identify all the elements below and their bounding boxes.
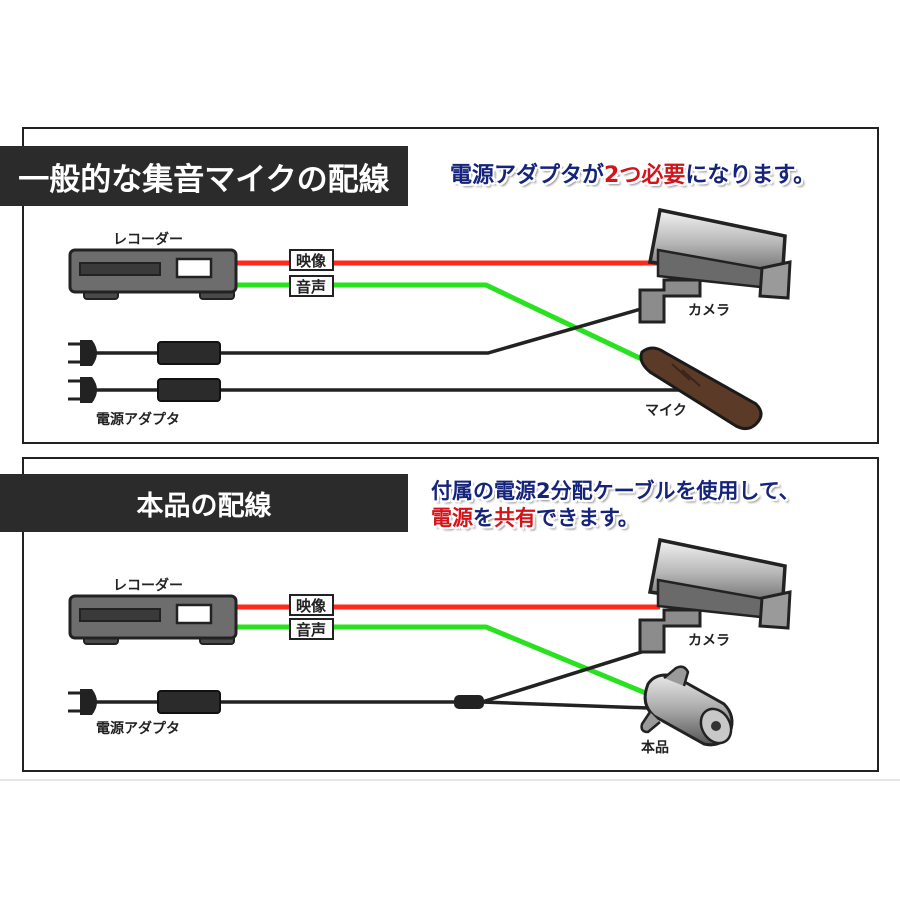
top-note: 電源アダプタが2つ必要になります。 [450, 157, 815, 189]
top-adapter-label: 電源アダプタ [96, 411, 180, 428]
top-note-part3: になります。 [685, 163, 816, 188]
top-plug-2 [68, 377, 112, 403]
svg-text:映像: 映像 [296, 252, 327, 270]
top-note-highlight: 2つ必要 [604, 163, 686, 188]
top-adapter-2 [157, 378, 221, 402]
product-icon [640, 665, 734, 747]
splitter-connector [454, 695, 484, 709]
bottom-title: 本品の配線 [0, 474, 408, 532]
product-label: 本品 [641, 739, 669, 756]
bottom-audio-tag: 音声 [289, 618, 334, 640]
bottom-recorder [68, 594, 238, 645]
top-adapter-1 [157, 341, 221, 365]
bottom-video-tag: 映像 [289, 594, 334, 616]
top-mic-label: マイク [645, 403, 687, 419]
bottom-note-line1: 付属の電源2分配ケーブルを使用して、 [431, 479, 800, 503]
top-plug-1 [68, 340, 112, 366]
svg-text:音声: 音声 [296, 621, 326, 639]
top-power-line-1 [112, 305, 649, 355]
top-recorder [68, 248, 238, 300]
bottom-adapter-label: 電源アダプタ [96, 720, 180, 737]
bottom-power-branch-camera [481, 648, 649, 704]
bottom-recorder-label: レコーダー [113, 577, 183, 594]
bottom-note: 付属の電源2分配ケーブルを使用して、 電源を共有できます。 [431, 478, 800, 532]
top-camera-icon [638, 207, 792, 324]
bottom-power-branch-product [481, 700, 649, 710]
bottom-camera-label: カメラ [688, 633, 730, 649]
top-video-tag: 映像 [289, 249, 334, 271]
top-recorder-label: レコーダー [113, 231, 183, 248]
bottom-camera-icon [638, 537, 792, 654]
bottom-plug [68, 689, 112, 715]
top-note-part1: 電源アダプタが [450, 163, 605, 188]
top-mic-icon [639, 346, 763, 431]
svg-text:音声: 音声 [296, 278, 326, 296]
bottom-note-part2: を [473, 506, 494, 530]
top-camera-label: カメラ [688, 303, 730, 319]
svg-text:映像: 映像 [296, 597, 327, 615]
top-title: 一般的な集音マイクの配線 [0, 146, 408, 206]
bottom-note-highlight2: 共有 [494, 506, 536, 530]
bottom-note-highlight1: 電源 [431, 506, 473, 530]
bottom-adapter [157, 690, 221, 714]
bottom-note-part4: できます。 [536, 506, 639, 530]
bottom-note-line2: 電源を共有できます。 [431, 505, 800, 532]
top-audio-tag: 音声 [289, 275, 334, 297]
